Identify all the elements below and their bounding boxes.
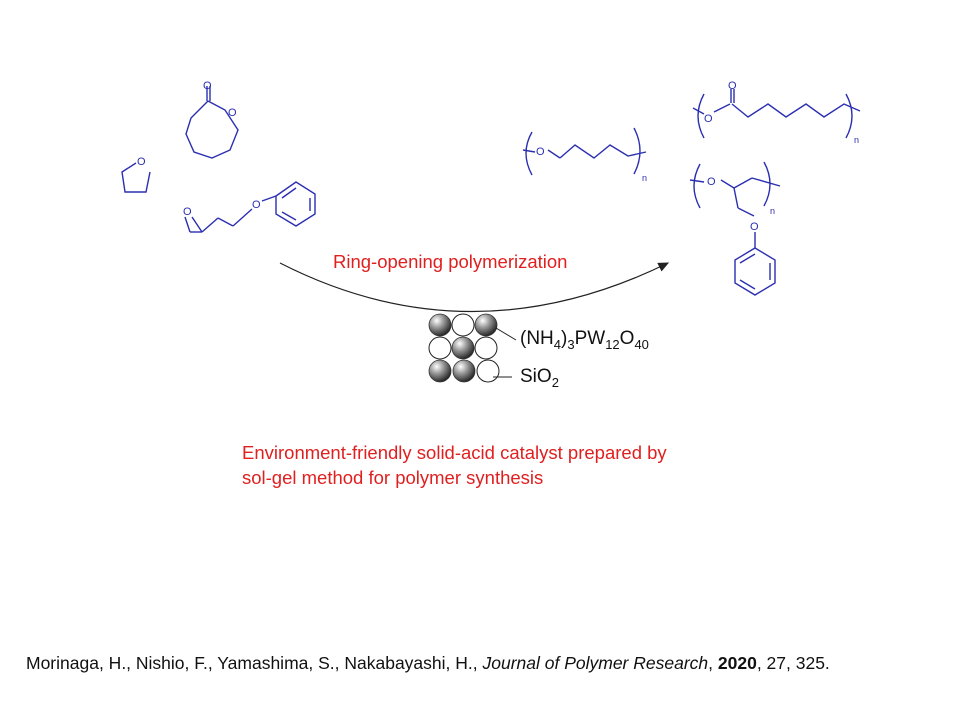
reference-year: 2020 [717, 653, 757, 673]
catalyst-formula-part: ) [561, 328, 568, 349]
epoxide-o-label: O [183, 206, 192, 218]
reference-separator: , [708, 653, 718, 673]
catalyst-subscript: 40 [634, 336, 649, 352]
ppge-backbone-o-label: O [707, 176, 716, 188]
polythf-n-label: n [642, 173, 647, 183]
catalyst-formula-part: (NH [520, 328, 554, 349]
pcl-carbonyl-o-label: O [728, 80, 737, 92]
catalyst-formula: (NH4)3PW12O40 [520, 328, 649, 352]
reference-volume-page: , 27, 325. [756, 653, 830, 673]
catalyst-leader-line [495, 327, 517, 341]
caprolactone-structure [185, 86, 239, 159]
reference-journal: Journal of Polymer Research [482, 653, 709, 673]
catalyst-formula-part: O [619, 328, 635, 349]
reaction-arrow [279, 262, 670, 312]
polycaprolactone-structure [692, 89, 861, 139]
reaction-label: Ring-opening polymerization [333, 251, 568, 272]
reference-citation: Morinaga, H., Nishio, F., Yamashima, S.,… [26, 649, 936, 677]
carbonyl-o-label: O [203, 80, 212, 92]
polythf-o-label: O [536, 146, 545, 158]
catalyst-formula-part: PW [574, 328, 606, 349]
thf-o-label: O [137, 156, 146, 168]
polythf-structure [522, 127, 647, 176]
catalyst-particles [428, 313, 500, 383]
pcl-n-label: n [854, 135, 859, 145]
ether-o-label: O [252, 199, 261, 211]
caption: Environment-friendly solid-acid catalyst… [242, 440, 802, 490]
ring-o-label: O [228, 107, 237, 119]
thf-structure [121, 162, 151, 193]
support-subscript: 2 [551, 374, 559, 390]
catalyst-subscript: 3 [567, 336, 575, 352]
catalyst-subscript: 12 [605, 336, 620, 352]
reference-authors: Morinaga, H., Nishio, F., Yamashima, S.,… [26, 653, 483, 673]
phenyl-glycidyl-ether-structure [184, 181, 316, 233]
caption-line: sol-gel method for polymer synthesis [242, 467, 544, 488]
support-formula: SiO2 [520, 366, 559, 390]
pcl-ester-o-label: O [704, 113, 713, 125]
caption-line: Environment-friendly solid-acid catalyst… [242, 442, 667, 463]
ppge-ether-o-label: O [750, 221, 759, 233]
support-formula-part: SiO [520, 366, 552, 387]
polypge-structure [689, 161, 781, 296]
ppge-n-label: n [770, 206, 775, 216]
catalyst-subscript: 4 [553, 336, 562, 352]
